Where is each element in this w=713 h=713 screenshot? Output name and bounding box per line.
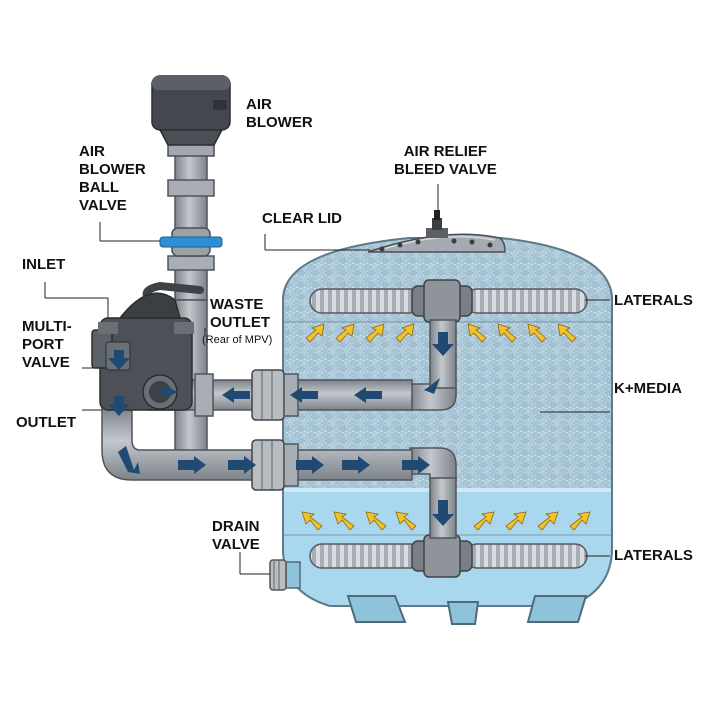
label-waste-outlet: WASTE OUTLET	[210, 296, 270, 331]
label-outlet: OUTLET	[16, 414, 76, 431]
air-relief-bleed-valve	[426, 210, 448, 238]
arrow-waste-left-3	[290, 387, 318, 403]
arrow-lower-down	[432, 500, 454, 526]
arrow-waste-left-4	[354, 387, 382, 403]
arrow-mpv-down-1	[108, 350, 130, 370]
arrow-upper-down	[432, 332, 454, 356]
tank-feet	[346, 595, 588, 625]
label-drain-valve: DRAIN VALVE	[212, 518, 260, 553]
label-air-blower-ball-valve: AIR BLOWER BALL VALVE	[79, 143, 146, 214]
label-k-media: K+MEDIA	[614, 380, 682, 397]
drain-valve	[269, 559, 301, 591]
arrow-outlet-right-3	[296, 456, 324, 474]
arrow-outlet-right-5	[402, 456, 430, 474]
label-laterals-top: LATERALS	[614, 292, 693, 309]
multiport-valve	[91, 292, 194, 411]
label-waste-outlet-note: (Rear of MPV)	[202, 334, 273, 346]
arrow-outlet-right-1	[178, 456, 206, 474]
leader-lines	[44, 184, 610, 575]
arrow-outlet-elbow	[118, 446, 140, 474]
label-air-blower: AIR BLOWER	[246, 96, 313, 131]
arrow-upper-diag	[424, 378, 440, 394]
yellow-arrows-bottom	[301, 511, 591, 531]
flow-arrows	[108, 332, 454, 526]
air-blower-ball-valve	[159, 227, 223, 257]
label-multiport-valve: MULTI- PORT VALVE	[22, 318, 72, 371]
internal-pipe-upper	[409, 319, 457, 411]
laterals-top	[309, 279, 588, 323]
arrow-mpv-down-2	[108, 396, 130, 416]
arrow-waste-left-1	[158, 386, 178, 398]
yellow-arrows-top	[305, 323, 577, 343]
air-blower	[151, 75, 231, 157]
laterals-bottom	[309, 534, 588, 578]
arrow-outlet-right-2	[228, 456, 256, 474]
label-clear-lid: CLEAR LID	[262, 210, 342, 227]
label-laterals-bottom: LATERALS	[614, 547, 693, 564]
arrow-outlet-right-4	[342, 456, 370, 474]
arrow-waste-left-2	[222, 387, 250, 403]
label-inlet: INLET	[22, 256, 66, 273]
label-air-relief-bleed-valve: AIR RELIEF BLEED VALVE	[394, 143, 497, 178]
